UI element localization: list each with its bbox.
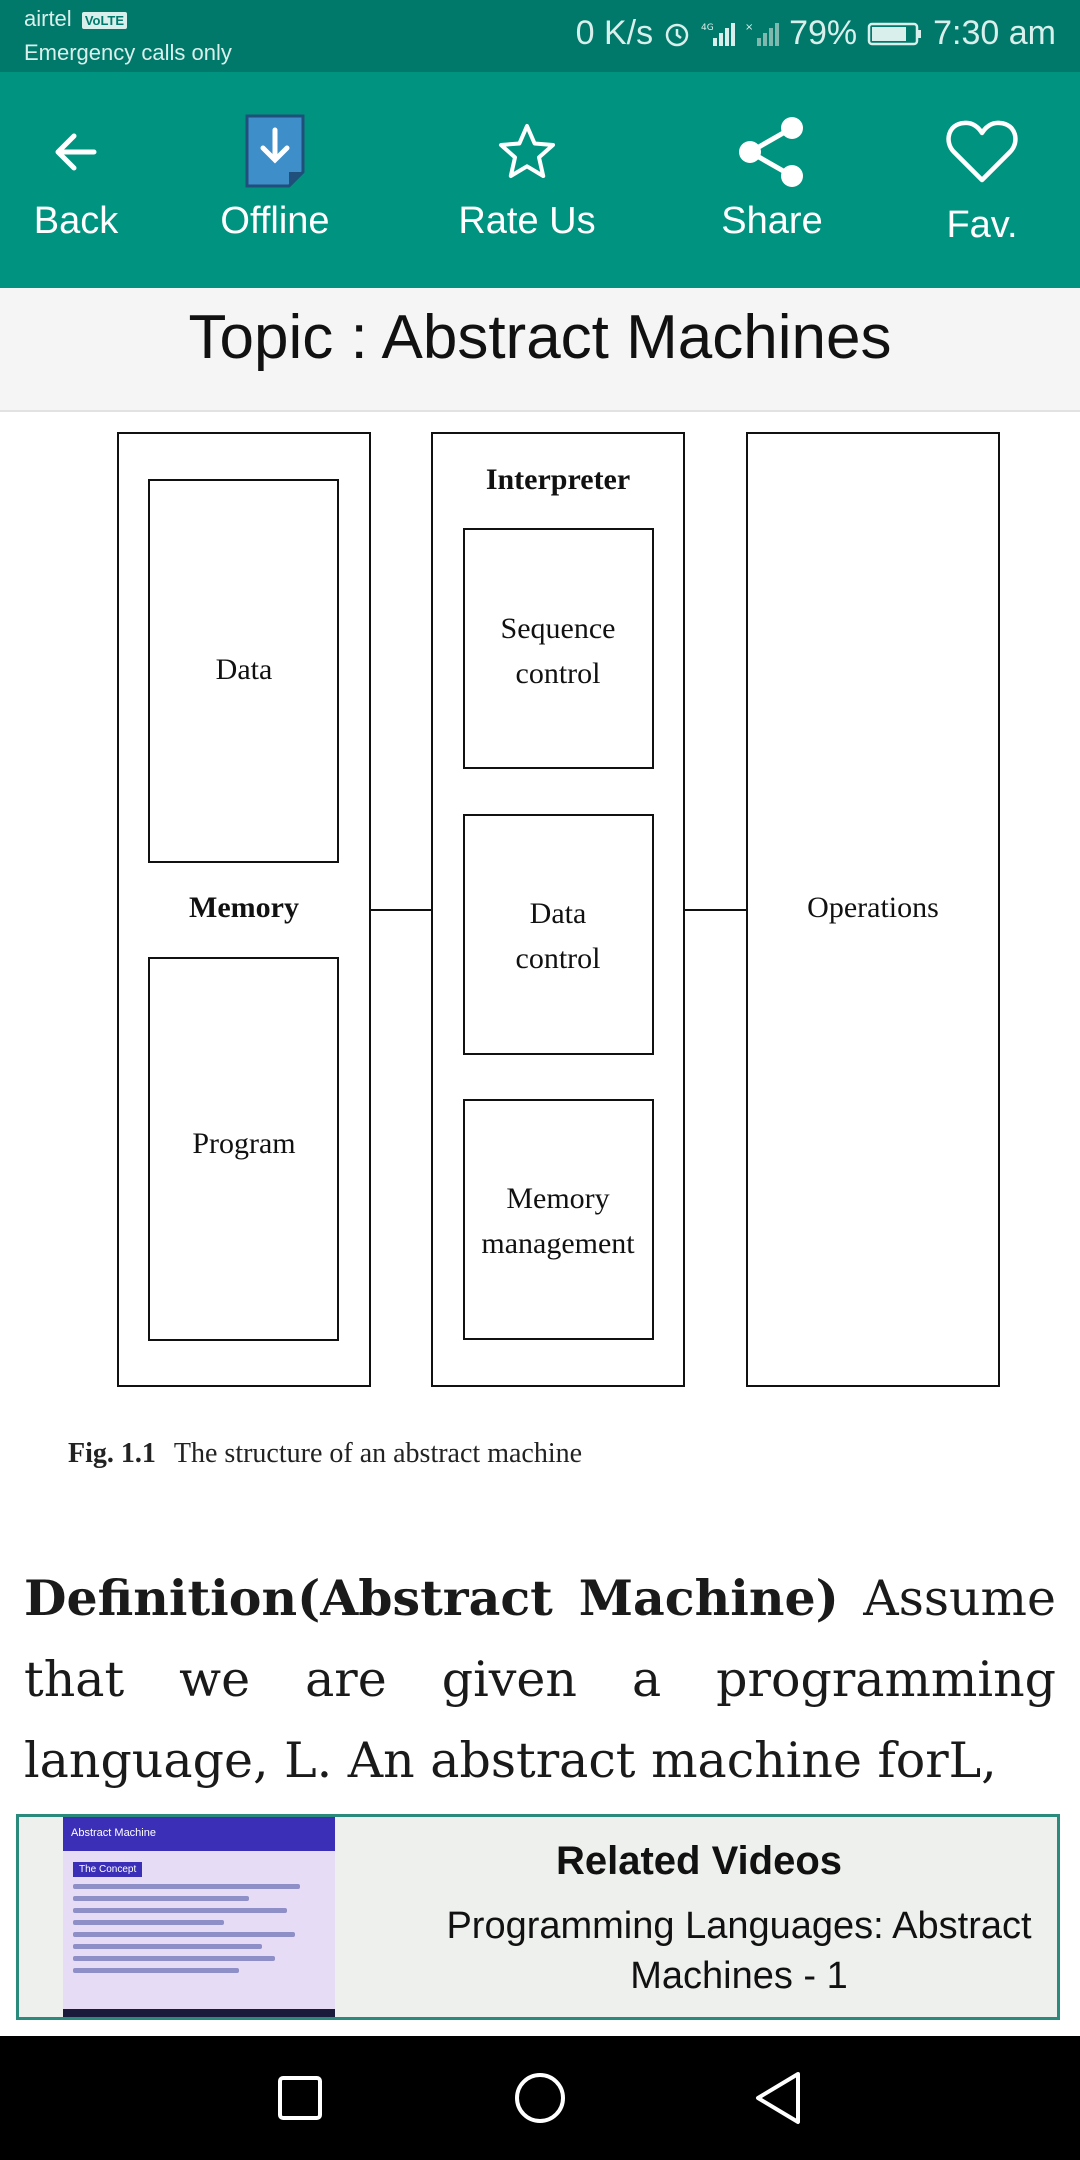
heart-icon <box>946 120 1018 183</box>
interpreter-label: Interpreter <box>486 463 630 496</box>
definition-text: Assume that we are given a programming l… <box>24 1570 1056 1789</box>
figure-caption-text: The structure of an abstract machine <box>173 1438 583 1469</box>
thumbnail-footer <box>63 2009 335 2017</box>
volte-badge: VoLTE <box>81 11 128 29</box>
video-thumbnail[interactable]: Abstract Machine The Concept <box>63 1817 335 2017</box>
back-button[interactable]: Back <box>0 112 176 243</box>
related-video-title[interactable]: Programming Languages: Abstract Machines… <box>446 1905 1032 1997</box>
related-videos-title: Related Videos <box>555 1839 843 1883</box>
memory-management-label-1: Memory <box>506 1182 609 1215</box>
battery-percent: 79% <box>789 14 858 52</box>
svg-text:×: × <box>745 22 753 33</box>
program-box <box>148 957 339 1341</box>
thumbnail-text-line <box>73 1968 240 1973</box>
data-control-box <box>463 814 654 1055</box>
sequence-control-label-2: control <box>516 657 601 690</box>
share-icon <box>739 117 803 187</box>
status-bar: airtel VoLTE Emergency calls only 0 K/s … <box>0 0 1080 72</box>
figure-number: Fig. 1.1 <box>68 1438 156 1469</box>
carrier-name: airtel VoLTE <box>24 6 128 32</box>
sequence-control-box <box>463 528 654 769</box>
offline-button[interactable]: Offline <box>175 112 375 243</box>
thumbnail-section: The Concept <box>73 1862 143 1877</box>
thumbnail-heading: Abstract Machine <box>63 1817 335 1851</box>
thumbnail-text-line <box>73 1908 288 1913</box>
topic-title: Topic : Abstract Machines <box>0 288 1080 412</box>
star-icon <box>499 124 555 178</box>
back-nav-button[interactable] <box>740 2066 820 2130</box>
navigation-bar <box>0 2036 1080 2160</box>
abstract-machine-figure: Data Memory Program Interpreter Sequence… <box>117 432 1000 1387</box>
thumbnail-text-line <box>73 1944 262 1949</box>
action-toolbar: Back Offline Rate Us Share <box>0 72 1080 288</box>
battery-icon <box>867 22 922 45</box>
signal-no-service-icon: × <box>745 22 780 46</box>
network-speed: 0 K/s <box>575 14 654 52</box>
carrier-label: airtel <box>24 6 72 31</box>
status-indicators: 0 K/s 4G × 79% 7:30 am <box>576 14 1056 53</box>
rate-us-label: Rate Us <box>458 200 596 242</box>
memory-management-label-2: management <box>481 1227 635 1260</box>
offline-label: Offline <box>220 200 330 242</box>
operations-label: Operations <box>807 891 939 924</box>
thumbnail-text-line <box>73 1932 295 1937</box>
thumbnail-text-line <box>73 1956 275 1961</box>
thumbnail-text-line <box>73 1884 300 1889</box>
memory-label: Memory <box>189 891 299 924</box>
data-control-label-2: control <box>516 942 601 975</box>
related-video-card[interactable]: Abstract Machine The Concept Related Vid… <box>16 1814 1060 2020</box>
share-label: Share <box>721 200 823 242</box>
data-control-label-1: Data <box>530 897 587 930</box>
download-document-icon <box>245 114 305 188</box>
sequence-control-label-1: Sequence <box>501 612 616 645</box>
favorite-label: Fav. <box>946 204 1018 246</box>
thumbnail-text-line <box>73 1896 250 1901</box>
figure-caption: Fig. 1.1 The structure of an abstract mac… <box>68 1438 582 1470</box>
signal-4g-icon: 4G <box>701 22 736 46</box>
definition-paragraph: Definition(Abstract Machine) Assume that… <box>24 1558 1056 1810</box>
thumbnail-body: The Concept <box>63 1851 335 1988</box>
recent-apps-button[interactable] <box>260 2066 340 2130</box>
data-label: Data <box>216 653 273 686</box>
favorite-button[interactable]: Fav. <box>882 112 1080 247</box>
definition-term: Definition(Abstract Machine) <box>24 1569 839 1627</box>
program-label: Program <box>192 1127 295 1160</box>
emergency-text: Emergency calls only <box>24 40 232 65</box>
home-button[interactable] <box>500 2066 580 2130</box>
rate-us-button[interactable]: Rate Us <box>427 112 627 243</box>
arrow-left-icon <box>55 133 97 171</box>
svg-text:4G: 4G <box>701 23 714 33</box>
data-box <box>148 479 339 863</box>
memory-management-box <box>463 1099 654 1340</box>
alarm-icon <box>665 23 689 46</box>
clock: 7:30 am <box>933 14 1056 52</box>
share-button[interactable]: Share <box>672 112 872 243</box>
thumbnail-text-line <box>73 1920 225 1925</box>
back-label: Back <box>33 200 119 242</box>
